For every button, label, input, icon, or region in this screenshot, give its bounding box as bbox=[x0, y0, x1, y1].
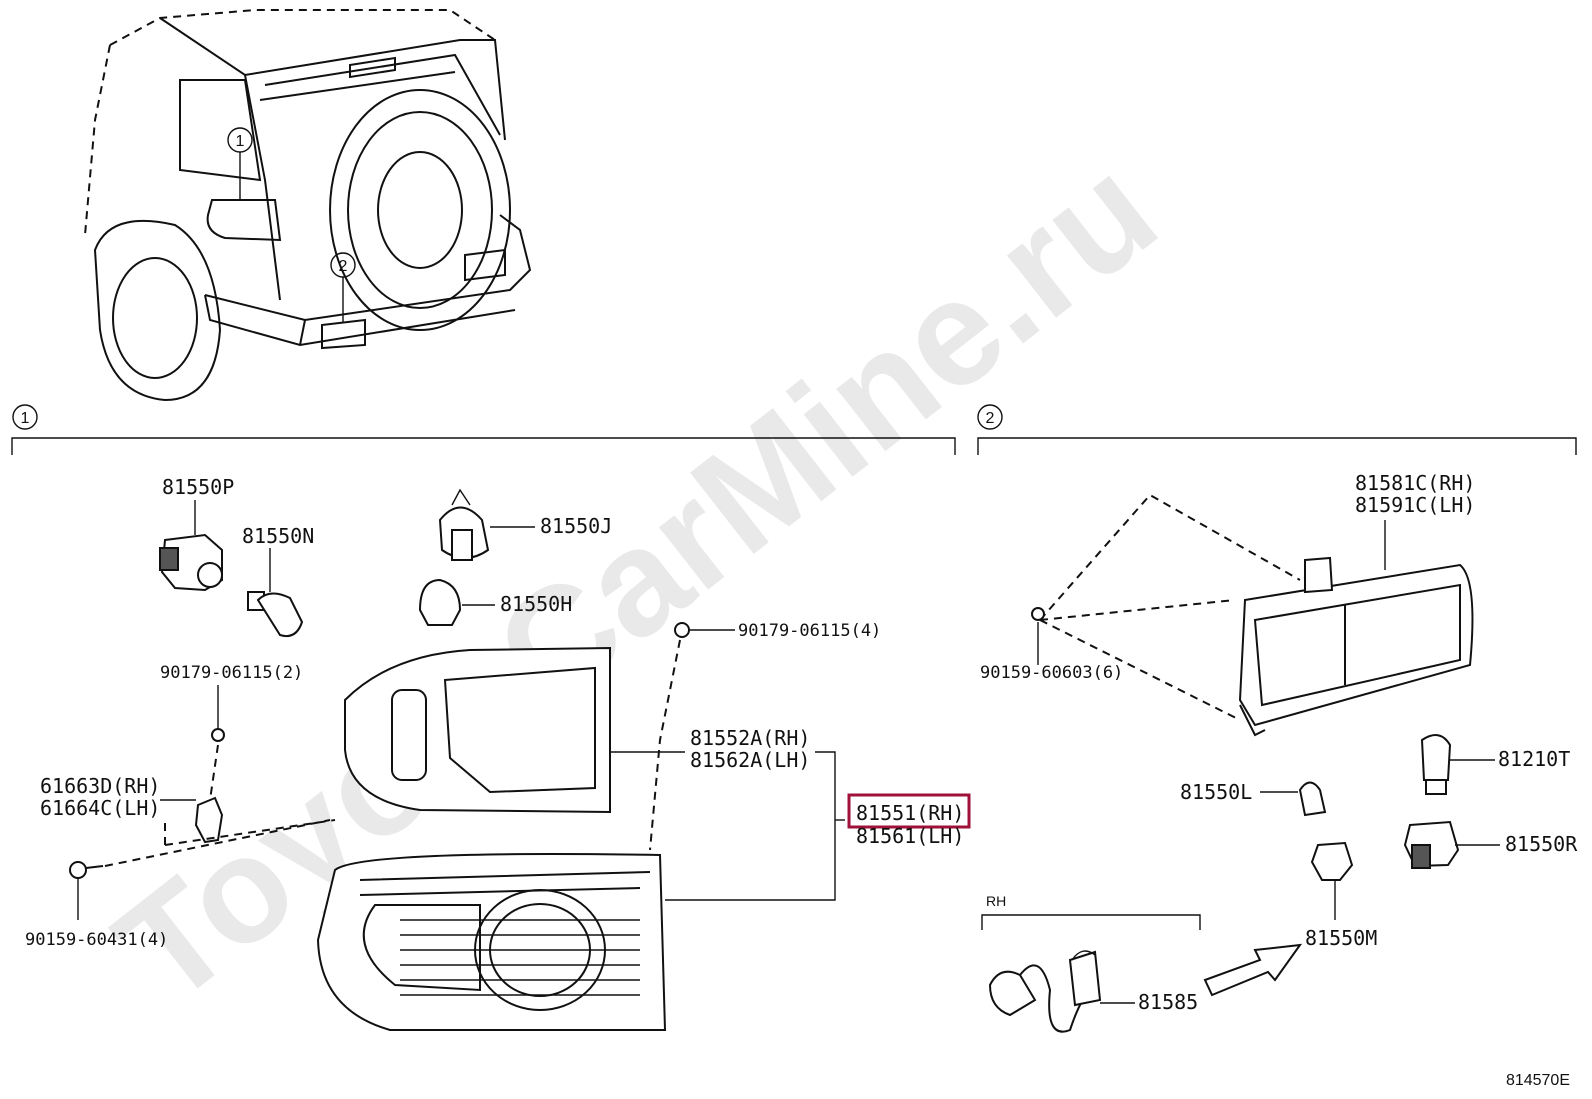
label-90159-60603[interactable]: 90159-60603(6) bbox=[980, 663, 1123, 683]
part-90179-06115-nut[interactable] bbox=[674, 622, 690, 638]
part-81550N-bulb[interactable] bbox=[247, 548, 304, 638]
label-90179-06115-2[interactable]: 90179-06115(2) bbox=[160, 663, 303, 683]
part-81550H-bulb[interactable] bbox=[418, 578, 495, 626]
diagram-id: 814570E bbox=[1506, 1072, 1570, 1089]
part-81550M-socket[interactable] bbox=[1310, 841, 1354, 881]
section-marker-2: 2 bbox=[986, 410, 995, 427]
label-81591C[interactable]: 81591C(LH) bbox=[1355, 493, 1475, 517]
label-90179-06115-4[interactable]: 90179-06115(4) bbox=[738, 621, 881, 641]
label-81550R[interactable]: 81550R bbox=[1505, 832, 1578, 856]
part-81550R-socket[interactable] bbox=[1403, 820, 1460, 869]
vehicle-overview-illustration: 1 2 bbox=[84, 9, 532, 402]
section-2-header: 2 bbox=[977, 404, 1577, 455]
section-1-header: 1 bbox=[11, 404, 956, 455]
part-81550J-socket[interactable] bbox=[438, 488, 535, 561]
label-81210T[interactable]: 81210T bbox=[1498, 747, 1570, 771]
label-81550J[interactable]: 81550J bbox=[540, 514, 612, 538]
part-90179-06115-nut-small[interactable] bbox=[211, 728, 225, 742]
overview-marker-2: 2 bbox=[339, 258, 348, 275]
label-rh: RH bbox=[986, 893, 1006, 909]
label-81550M[interactable]: 81550M bbox=[1305, 926, 1377, 950]
label-81562A[interactable]: 81562A(LH) bbox=[690, 748, 810, 772]
label-81585[interactable]: 81585 bbox=[1138, 990, 1198, 1014]
part-81552A-lens[interactable] bbox=[344, 646, 611, 814]
label-81561[interactable]: 81561(LH) bbox=[856, 824, 964, 848]
label-90159-60431[interactable]: 90159-60431(4) bbox=[25, 930, 168, 950]
label-81581C[interactable]: 81581C(RH) bbox=[1355, 471, 1475, 495]
label-61663D[interactable]: 61663D(RH) bbox=[40, 774, 160, 798]
label-81550L[interactable]: 81550L bbox=[1180, 780, 1252, 804]
part-81550L-bulb[interactable] bbox=[1298, 781, 1327, 817]
overview-marker-1: 1 bbox=[236, 133, 245, 150]
part-81585-wire-harness[interactable] bbox=[988, 950, 1102, 1033]
label-81550N[interactable]: 81550N bbox=[242, 524, 314, 548]
label-61664C[interactable]: 61664C(LH) bbox=[40, 796, 160, 820]
part-90159-60603-screw[interactable] bbox=[1031, 607, 1045, 621]
part-81550P-socket[interactable] bbox=[159, 500, 223, 592]
part-90159-60431-screw[interactable] bbox=[69, 861, 104, 879]
label-81550H[interactable]: 81550H bbox=[500, 592, 572, 616]
part-81210T-bulb[interactable] bbox=[1420, 734, 1452, 795]
label-81551[interactable]: 81551(RH) bbox=[856, 801, 964, 825]
install-arrow-icon bbox=[1203, 943, 1303, 997]
section-marker-1: 1 bbox=[21, 410, 30, 427]
label-81550P[interactable]: 81550P bbox=[162, 475, 234, 499]
label-81552A[interactable]: 81552A(RH) bbox=[690, 726, 810, 750]
highlight-box-81551 bbox=[847, 793, 971, 829]
part-61663D-clip[interactable] bbox=[160, 796, 224, 844]
part-81581C-reflector-lamp[interactable] bbox=[1238, 556, 1474, 737]
part-81551-tail-lamp[interactable] bbox=[316, 853, 667, 1031]
